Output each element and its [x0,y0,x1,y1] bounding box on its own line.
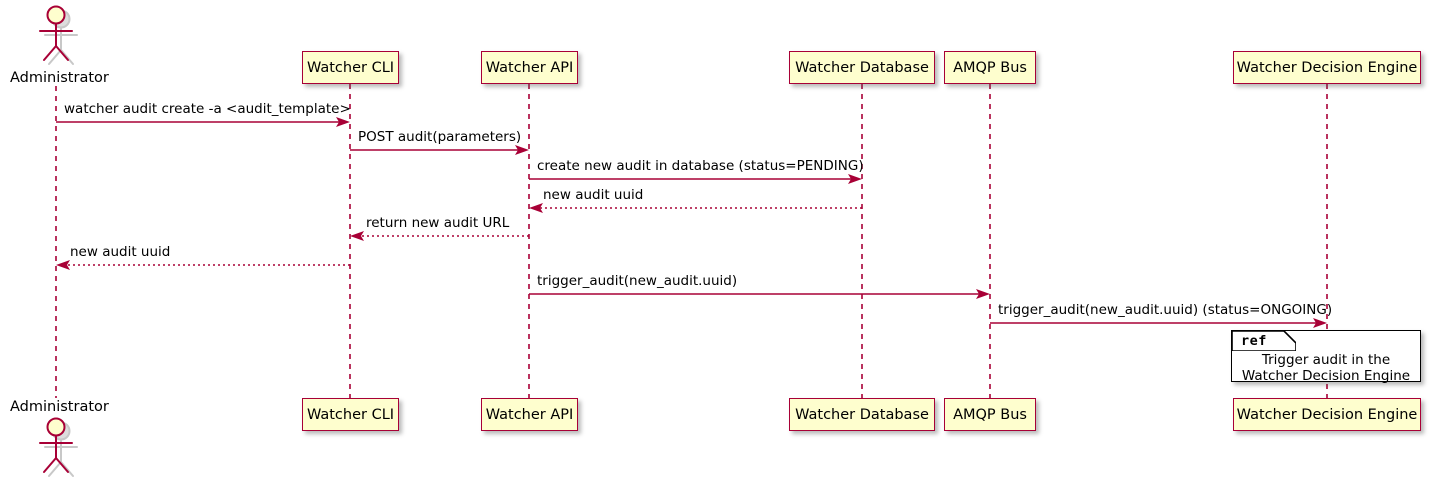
participant-label: Watcher CLI [306,406,395,423]
participant-label: AMQP Bus [953,59,1027,76]
participant-label: Watcher Database [795,406,929,423]
participant-box-watcher-database-bottom[interactable]: Watcher Database [789,398,935,431]
message-arrow-2 [350,145,529,155]
message-label-2: POST audit(parameters) [358,129,522,145]
participant-box-watcher-cli-bottom[interactable]: Watcher CLI [302,398,399,431]
ref-fragment-body: Trigger audit in the Watcher Decision En… [1232,352,1420,384]
actor-label-administrator-top: Administrator [10,70,109,86]
ref-fragment-label: ref [1241,333,1267,349]
participant-box-watcher-database-top[interactable]: Watcher Database [789,51,935,84]
message-label-4: new audit uuid [543,187,644,203]
message-arrow-6 [56,260,350,270]
message-arrow-8 [990,318,1327,328]
message-arrow-7 [529,289,990,299]
participant-label: Watcher Decision Engine [1236,406,1418,423]
message-arrow-4 [529,203,862,213]
participant-label: Watcher API [485,406,574,423]
message-arrow-5 [350,231,529,241]
message-label-8: trigger_audit(new_audit.uuid) (status=ON… [998,302,1333,318]
ref-fragment-tab [1232,331,1296,351]
actor-head-icon [46,5,66,25]
participant-label: Watcher API [485,59,574,76]
participant-label: AMQP Bus [953,406,1027,423]
participant-box-watcher-cli-top[interactable]: Watcher CLI [302,51,399,84]
message-label-3: create new audit in database (status=PEN… [537,158,864,174]
message-label-1: watcher audit create -a <audit_template> [64,101,351,117]
actor-administrator-bottom [39,417,78,477]
participant-label: Watcher Decision Engine [1236,59,1418,76]
participant-box-amqp-bus-bottom[interactable]: AMQP Bus [944,398,1036,431]
message-label-6: new audit uuid [70,244,171,260]
actor-label-administrator-bottom: Administrator [10,399,109,415]
actor-administrator-top [39,5,78,65]
ref-fragment[interactable]: ref Trigger audit in the Watcher Decisio… [1231,330,1421,384]
participant-label: Watcher Database [795,59,929,76]
participant-box-watcher-api-bottom[interactable]: Watcher API [481,398,578,431]
message-arrow-1 [56,117,350,127]
ref-fragment-line-2: Watcher Decision Engine [1241,368,1411,384]
actor-head-icon [46,417,66,437]
message-label-7: trigger_audit(new_audit.uuid) [537,273,738,289]
message-label-5: return new audit URL [366,215,510,231]
ref-fragment-line-1: Trigger audit in the [1261,352,1391,368]
participant-box-watcher-decision-engine-top[interactable]: Watcher Decision Engine [1233,51,1421,84]
message-arrow-3 [529,174,862,184]
participant-box-watcher-api-top[interactable]: Watcher API [481,51,578,84]
participant-box-amqp-bus-top[interactable]: AMQP Bus [944,51,1036,84]
participant-box-watcher-decision-engine-bottom[interactable]: Watcher Decision Engine [1233,398,1421,431]
participant-label: Watcher CLI [306,59,395,76]
